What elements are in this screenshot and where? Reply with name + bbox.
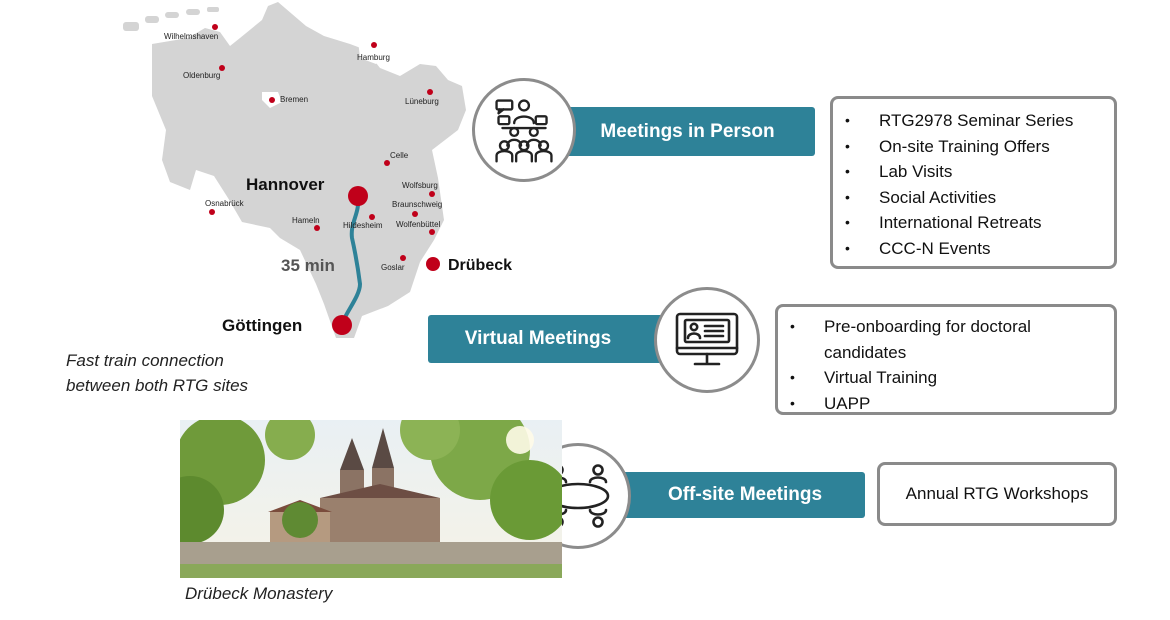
list-item: Social Activities — [833, 185, 1114, 211]
hannover-marker — [348, 186, 368, 206]
list-item: Annual RTG Workshops — [905, 484, 1089, 503]
hamburg-area — [358, 36, 390, 64]
list-item: On-site Training Offers — [833, 134, 1114, 160]
list-item: International Retreats — [833, 210, 1114, 236]
list-item: UAPP — [778, 391, 1114, 417]
off-site-meetings-title: Off-site Meetings — [667, 484, 823, 505]
virtual-meetings-banner: Virtual Meetings — [428, 315, 678, 363]
virtual-meetings-title: Virtual Meetings — [464, 328, 612, 349]
off-site-meetings-list: Annual RTG Workshops — [877, 462, 1117, 526]
label-braunschweig: Braunschweig — [392, 200, 442, 209]
label-wilhelmshaven: Wilhelmshaven — [164, 32, 218, 41]
train-route — [340, 194, 363, 326]
map-caption-line-1: Fast train connection — [66, 351, 224, 370]
label-goslar: Goslar — [381, 263, 405, 272]
map-caption: Fast train connection between both RTG s… — [66, 348, 326, 398]
meetings-in-person-list: RTG2978 Seminar Series On-site Training … — [830, 96, 1117, 269]
group-meeting-icon — [472, 78, 576, 182]
list-item: CCC-N Events — [833, 236, 1114, 262]
photo-caption: Drübeck Monastery — [185, 584, 333, 603]
off-site-meetings-banner: Off-site Meetings — [615, 472, 865, 518]
hannover-label: Hannover — [246, 175, 325, 194]
label-oldenburg: Oldenburg — [183, 71, 220, 80]
list-item: RTG2978 Seminar Series — [833, 108, 1114, 134]
land-shape — [152, 2, 466, 338]
druebeck-marker — [426, 257, 440, 271]
druebeck-label: Drübeck — [448, 257, 512, 274]
meetings-in-person-title: Meetings in Person — [600, 120, 775, 142]
meetings-in-person-banner: Meetings in Person — [560, 107, 815, 156]
list-item: Pre-onboarding for doctoral candidates — [778, 314, 1114, 365]
label-celle: Celle — [390, 151, 409, 160]
label-wolfenbuettel: Wolfenbüttel — [396, 220, 441, 229]
label-bremen: Bremen — [280, 95, 308, 104]
label-lueneburg: Lüneburg — [405, 97, 439, 106]
label-osnabrueck: Osnabrück — [205, 199, 245, 208]
duration-label: 35 min — [281, 256, 335, 275]
label-hildesheim: Hildesheim — [343, 221, 383, 230]
lower-saxony-map: Wilhelmshaven Oldenburg Bremen Hamburg L… — [123, 2, 512, 338]
monitor-profile-icon — [654, 287, 760, 393]
map-caption-line-2: between both RTG sites — [66, 376, 249, 395]
city-dots — [209, 24, 435, 261]
druebeck-monastery-photo — [180, 420, 562, 578]
label-hameln: Hameln — [292, 216, 320, 225]
virtual-meetings-list: Pre-onboarding for doctoral candidates V… — [775, 304, 1117, 417]
label-hamburg: Hamburg — [357, 53, 390, 62]
islands — [123, 7, 219, 31]
goettingen-marker — [332, 315, 352, 335]
list-item: Virtual Training — [778, 365, 1114, 391]
goettingen-label: Göttingen — [222, 316, 302, 335]
label-wolfsburg: Wolfsburg — [402, 181, 438, 190]
list-item: Lab Visits — [833, 159, 1114, 185]
city-labels: Wilhelmshaven Oldenburg Bremen Hamburg L… — [164, 32, 442, 272]
